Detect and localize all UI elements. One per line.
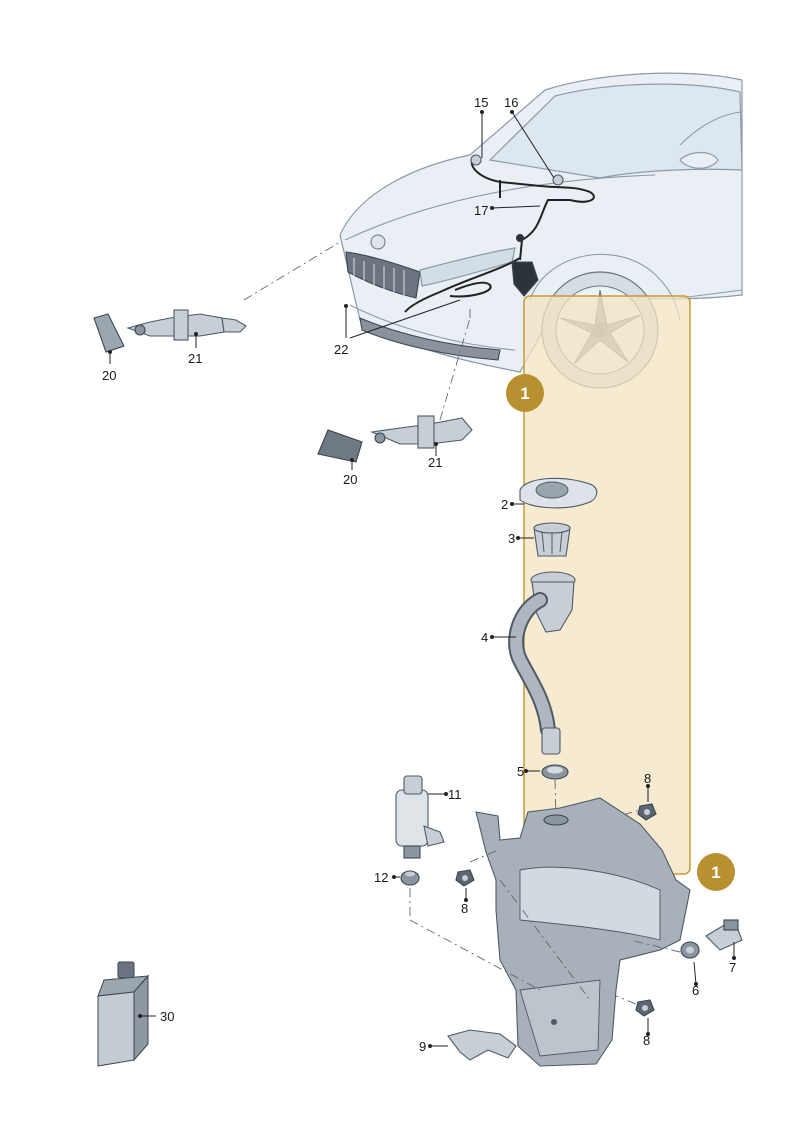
nut-upper [637, 803, 657, 821]
callout-3: 3 [508, 531, 515, 546]
filler-neck-hose [508, 571, 576, 755]
headlight-washer-nozzle-right [317, 415, 473, 463]
callout-21-upper: 21 [188, 351, 202, 366]
callout-11: 11 [448, 787, 462, 802]
callout-5: 5 [517, 764, 524, 779]
nut-lower [635, 999, 655, 1017]
leader-lines [109, 111, 735, 1047]
washer-fluid-reservoir [475, 797, 691, 1067]
svg-text:1: 1 [520, 384, 529, 403]
mounting-bracket [447, 1029, 517, 1061]
callout-9: 9 [419, 1039, 426, 1054]
nut-middle [455, 869, 475, 887]
level-sensor [705, 919, 743, 951]
callout-22: 22 [334, 342, 348, 357]
callout-30: 30 [160, 1009, 174, 1024]
callout-7: 7 [729, 960, 736, 975]
wiring-harness [404, 154, 595, 313]
callout-15: 15 [474, 95, 488, 110]
pump-grommet [400, 870, 420, 886]
callout-20-middle: 20 [343, 472, 357, 487]
badge-1-bottom: 1 [697, 853, 735, 891]
callout-4: 4 [481, 630, 488, 645]
callout-6: 6 [692, 983, 699, 998]
callout-20-upper: 20 [102, 368, 116, 383]
callout-8-lower: 8 [643, 1033, 650, 1048]
callout-labels: 15 16 17 22 20 21 20 21 2 3 4 5 8 11 12 … [102, 95, 736, 1054]
leader-dots [108, 110, 736, 1048]
svg-text:1: 1 [711, 863, 720, 882]
filler-strainer [533, 522, 571, 557]
washer-fluid-bottle [97, 961, 150, 1067]
callout-8-upper: 8 [644, 771, 651, 786]
filler-cap [519, 477, 598, 509]
callout-8-middle: 8 [461, 901, 468, 916]
callout-21-middle: 21 [428, 455, 442, 470]
sensor-grommet [680, 941, 700, 959]
callout-16: 16 [504, 95, 518, 110]
callout-2: 2 [501, 497, 508, 512]
grommet-seal [541, 764, 569, 780]
callout-17: 17 [474, 203, 488, 218]
washer-pump [395, 775, 445, 859]
badge-1-top: 1 [506, 374, 544, 412]
headlight-washer-nozzle-left [93, 309, 247, 353]
callout-12: 12 [374, 870, 388, 885]
